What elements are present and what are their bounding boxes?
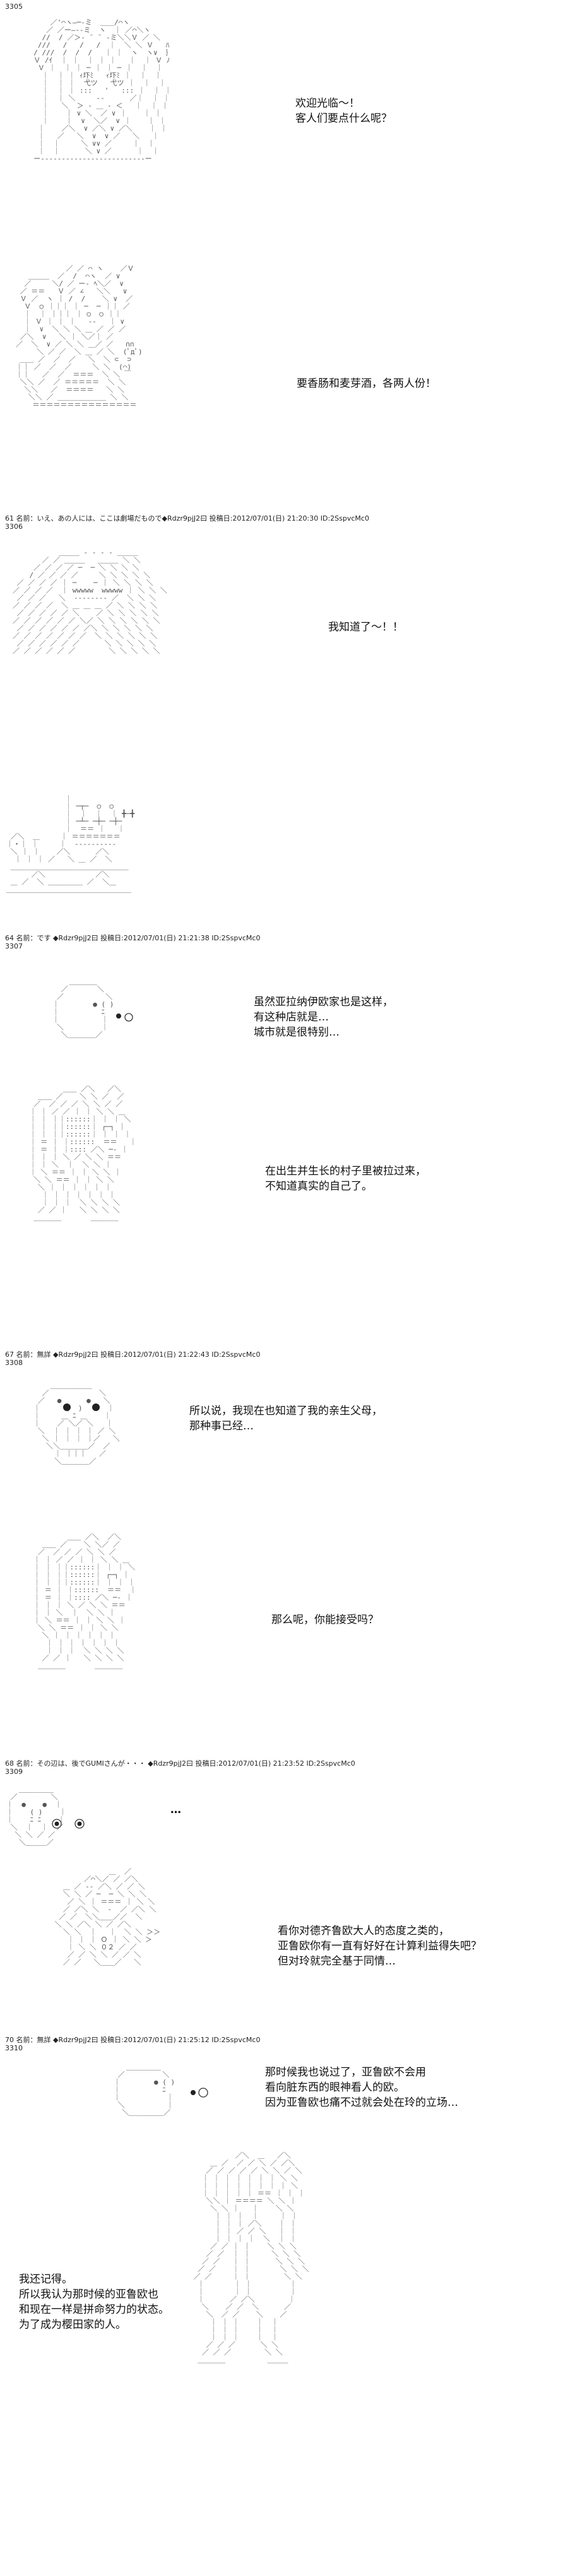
post-number: 3306	[5, 523, 23, 531]
speech-text: 我还记得。 所以我认为那时候的亚鲁欧也 和现在一样是拼命努力的状态。 为了成为樱…	[19, 2273, 169, 2331]
ascii-art-pale-creature: ＿＿＿＿ ／ ＼ ／ ＼ ｜ ● ( ) ｜ ﾆ ｜ ｜ ＼ ｜ ＼＿＿＿＿／	[52, 978, 114, 1039]
post-header: 68 名前：その辺は、後でGUMIさんが・・・ ◆Rdzr9pjJ2曰 投稿日:…	[5, 1759, 355, 1776]
post-number: 3310	[5, 2044, 23, 2052]
speech-text: 那么呢，你能接受吗？	[271, 1614, 379, 1626]
speech-text: 在出生并生长的村子里被拉过来， 不知道真实的自己了。	[265, 1165, 426, 1193]
speech-text: 虽然亚拉纳伊欧家也是这样， 有这种店就是… 城市就是很特别…	[254, 996, 393, 1039]
post-header-line: 61 名前：いえ、あの人には、ここは劇場だもので◆Rdzr9pjJ2曰 投稿日:…	[5, 514, 369, 523]
post-header-line: 68 名前：その辺は、後でGUMIさんが・・・ ◆Rdzr9pjJ2曰 投稿日:…	[5, 1759, 355, 1768]
ascii-art-waitress: ／'⌒ヽ―─-ミ ＿＿/⌒ヽ ／ ／ー―‐-ミ ヽ ｜ ／⌒＼ヽ // / ／＞…	[33, 19, 173, 163]
post-number: 3308	[5, 1359, 23, 1367]
post-header-line: 70 名前：無詳 ◆Rdzr9pjJ2曰 投稿日:2012/07/01(日) 2…	[5, 2036, 261, 2044]
post-header: 61 名前：いえ、あの人には、ここは劇場だもので◆Rdzr9pjJ2曰 投稿日:…	[5, 514, 369, 531]
ascii-art-girl-back: ／＼ ＿ ／＼ ＿ ／ ／ ／ ＼ ／ ／＼ ／ ／ ／ ／ ／ ＼ ＼ ／ ＼…	[193, 2152, 309, 2364]
speech-text: 那时候我也说过了，亚鲁欧不会用 看向脏东西的眼神看人的欧。 因为亚鲁欧也痛不过就…	[265, 2066, 458, 2109]
creature-eye-icon	[116, 1013, 133, 1022]
post-number: 3309	[5, 1768, 23, 1776]
ellipsis-text: …	[170, 1804, 181, 1816]
ascii-art-customers: ／ ／ ⌒ ヽ ／Ｖ ＿＿＿ ／ / ⌒ヽ ／ ∨ ／ ＼/ ／ ー‐ ﾍ＼／ …	[16, 265, 143, 409]
creature-eyes-icon	[63, 1403, 100, 1411]
ascii-art-creature-waving: ＿＿＿＿＿＿ ／ ＼ ／ ● ● ＼ ｜ ( ) ｜ ｜ ＿ ﾆ ＿ ｜ ｜ ／…	[33, 1382, 120, 1465]
speech-text: 欢迎光临～！ 客人们要点什么呢？	[295, 97, 392, 125]
post-header: 67 名前：無詳 ◆Rdzr9pjJ2曰 投稿日:2012/07/01(日) 2…	[5, 1350, 260, 1367]
post-header-line: 64 名前：です ◆Rdzr9pjJ2曰 投稿日:2012/07/01(日) 2…	[5, 934, 261, 942]
post-number: 3307	[5, 942, 23, 950]
post-header: 3305	[5, 3, 23, 11]
speech-text: 所以说，我现在也知道了我的亲生父母， 那种事已经…	[189, 1405, 382, 1433]
ascii-art-street-signs: ｜ ｜ ─┬─ ○ ○ ｜ ｜ ｜ ｜ ╋─╋ ｜ ─┴─ ─┼─ ─┼─ ｜ …	[6, 795, 134, 894]
creature-eyes-icon	[52, 1819, 85, 1829]
post-header: 64 名前：です ◆Rdzr9pjJ2曰 投稿日:2012/07/01(日) 2…	[5, 934, 260, 950]
ascii-art-girl-standing-2: ＿＿ ／＼ ／＼ ＿＿ ／ ＼ ＼／ ／ ／ ／ ／ ／ ＼ ＼ ／ ｜ ｜ ／…	[33, 1533, 137, 1670]
ascii-art-pale-creature-2: ＿＿＿＿＿ ／ ＼ ｜ ● ( ) ｜ ﾆ ｜ ｜ ＼ ｜ ＼＿＿＿＿＿／	[114, 2064, 175, 2117]
speech-text: 我知道了～！！	[328, 621, 403, 634]
ascii-art-girl-kneeling: ＿ ／ ／⌒＼／ ／ ／＼ ＿ ／ ‐‐ ／＼ ／ ／ ＼ ＼ ＼ ／ ─ ─ …	[54, 1868, 161, 1966]
post-number: 3305	[5, 3, 23, 11]
speech-text: 看你对德齐鲁欧大人的态度之类的， 亚鲁欧你有一直有好好在计算利益得失吧？ 但对玲…	[278, 1925, 482, 1968]
ascii-art-waitress-bow: ＿＿＿ ‐ ‐ ‐ ‐ ＿＿＿ ／ ／ ＿＿＿ ＿＿＿ ＼ ＼ ／ ／ ／ ／ …	[13, 549, 167, 655]
post-header-line: 67 名前：無詳 ◆Rdzr9pjJ2曰 投稿日:2012/07/01(日) 2…	[5, 1350, 261, 1359]
post-header: 70 名前：無詳 ◆Rdzr9pjJ2曰 投稿日:2012/07/01(日) 2…	[5, 2036, 260, 2052]
ascii-art-girl-standing: ＿＿ ／＼ ／＼ ＿＿ ／ ＼ ＼ ／ ／ ／ ／ ／ ／ ＼ ＼ ／ ／ ｜ …	[29, 1085, 137, 1222]
creature-eye-icon	[191, 2088, 208, 2098]
speech-text: 要香肠和麦芽酒，各两人份！	[297, 377, 436, 390]
